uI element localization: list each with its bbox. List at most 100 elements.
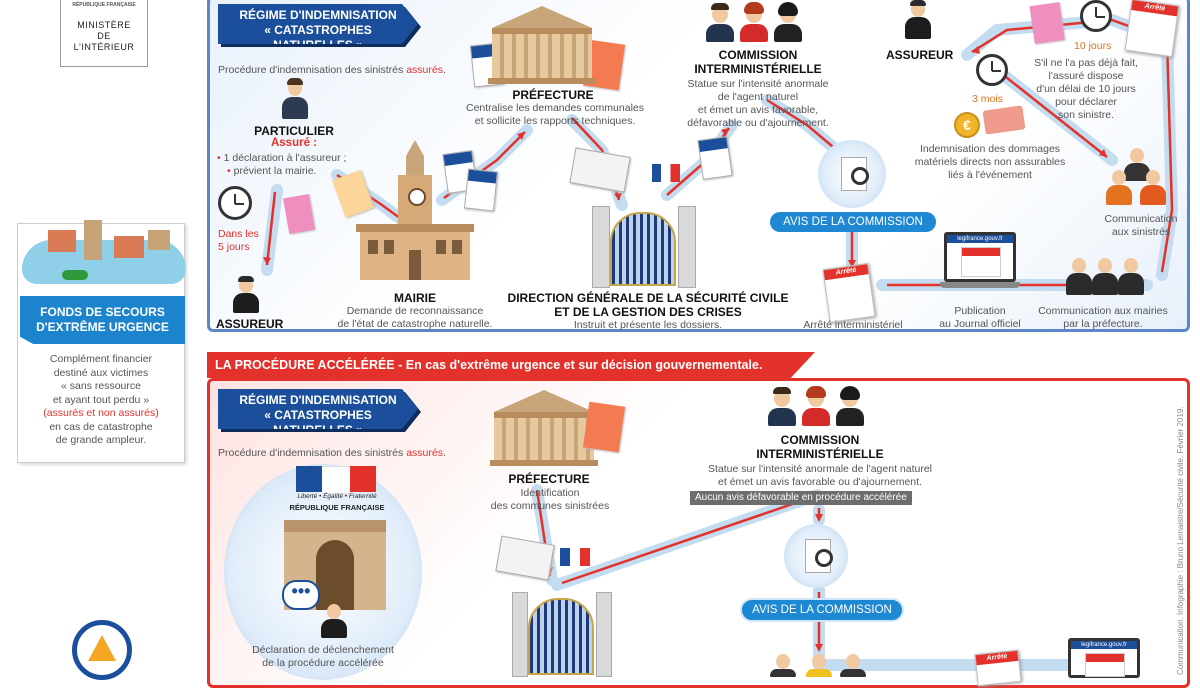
fonds-desc-6: en cas de catastrophe [49, 420, 153, 433]
lead-suffix: . [442, 447, 446, 459]
declaration-line-2: de la procédure accélérée [262, 657, 384, 669]
ribbon-line-2: « CATASTROPHES NATURELLES » [264, 23, 372, 44]
logo-line-1: MINISTÈRE [77, 20, 131, 30]
fonds-desc-7: de grande ampleur. [55, 434, 147, 446]
assureur-left-title: ASSUREUR [216, 317, 284, 331]
lead-prefix: Procédure d'indemnisation des sinistrés [218, 447, 407, 459]
assureur-right-person-icon [904, 0, 932, 40]
commission-title-2: INTERMINISTÉRIELLE [694, 62, 822, 76]
dgscgc-description: Instruit et présente les dossiers. [573, 319, 723, 331]
top-lead-text: Procédure d'indemnisation des sinistrés … [218, 64, 446, 76]
legifrance-laptop-icon: legifrance.gouv.fr [1068, 638, 1140, 678]
bottom-prefecture-description: Identification des communes sinistrées [470, 487, 630, 513]
mairie-desc-2: de l'état de catastrophe naturelle. [337, 318, 493, 330]
prefecture-desc-2: et sollicite les rapports techniques. [474, 115, 636, 127]
avis-review-icon [784, 524, 848, 588]
ribbon-line-1: RÉGIME D'INDEMNISATION [239, 8, 397, 22]
prefecture-description: Centralise les demandes communales et so… [455, 102, 655, 128]
declaration-label: Déclaration de déclenchement de la procé… [240, 644, 406, 670]
credit-text: Communication. Infographie : Bruno Lemai… [1174, 392, 1188, 675]
commission-people-icon [706, 2, 806, 42]
particulier-person-icon [280, 78, 310, 120]
bottom-regime-ribbon: RÉGIME D'INDEMNISATION « CATASTROPHES NA… [218, 389, 418, 429]
bottom-commission-desc-2: et émet un avis favorable ou d'ajourneme… [718, 476, 922, 488]
assureur-left-person-icon [232, 276, 260, 314]
clock-3-months-icon [976, 54, 1008, 86]
bullet-2: • prévient la mairie. [227, 165, 317, 177]
request-doc-icon [463, 168, 499, 212]
no-unfavorable-chip: Aucun avis défavorable en procédure accé… [690, 491, 912, 505]
credit-prefix: Communication. Infographie : [1176, 570, 1185, 676]
indemnisation-line-1: Indemnisation des dommages [919, 143, 1061, 155]
fonds-desc-5: (assurés et non assurés) [43, 407, 159, 419]
declaration-line-1: Déclaration de déclenchement [252, 644, 394, 656]
fonds-description: Complément financier destiné aux victime… [22, 353, 180, 448]
assureur-right-title: ASSUREUR [886, 48, 954, 62]
commission-people-icon [768, 386, 868, 426]
bottom-commission-desc-1: Statue sur l'intensité anormale de l'age… [707, 463, 933, 475]
bullet-1: • 1 déclaration à l'assureur ; [217, 152, 347, 164]
delay-line-1: Dans les [218, 228, 259, 240]
mairie-description: Demande de reconnaissance de l'état de c… [320, 305, 510, 331]
lead-prefix: Procédure d'indemnisation des sinistrés [218, 64, 407, 76]
commission-desc-4: défavorable ou d'ajournement. [687, 117, 829, 129]
bullet-2-text: prévient la mairie. [233, 165, 317, 177]
government-building-icon [284, 520, 386, 610]
arrete-doc-icon: Arrêté [1124, 0, 1180, 58]
logo-line-3: L'INTÉRIEUR [73, 42, 135, 52]
logo-ministry-name: MINISTÈRE DE L'INTÉRIEUR [61, 20, 147, 53]
lead-highlight: assurés [406, 64, 443, 76]
securite-civile-logo [72, 620, 132, 680]
french-flag-icon [560, 548, 590, 566]
lead-highlight: assurés [406, 447, 443, 459]
dgscgc-gate-icon [592, 196, 696, 288]
ministry-logo: RÉPUBLIQUE FRANÇAISE MINISTÈRE DE L'INTÉ… [60, 0, 148, 67]
communication-mairies-label: Communication aux mairies par la préfect… [1028, 305, 1178, 331]
communication-mairies-2: par la préfecture. [1063, 318, 1143, 330]
bottom-commission-title-1: COMMISSION [780, 433, 860, 447]
top-avis-label: AVIS DE LA COMMISSION [770, 212, 936, 232]
marianne-logo [296, 466, 376, 494]
arrete-doc-icon: Arrêté [822, 263, 876, 323]
bullet-1-text: 1 déclaration à l'assureur ; [223, 152, 347, 164]
lead-suffix: . [442, 64, 446, 76]
commission-desc-2: de l'agent naturel [717, 91, 799, 103]
particulier-subtitle: Assuré : [270, 137, 318, 149]
dgscgc-title-2: ET DE LA GESTION DES CRISES [554, 305, 742, 319]
indemnisation-label: Indemnisation des dommages matériels dir… [900, 143, 1080, 182]
bottom-prefecture-desc-1: Identification [520, 487, 580, 499]
legifrance-url: legifrance.gouv.fr [947, 235, 1013, 243]
ten-days-description: S'il ne l'a pas déjà fait, l'assuré disp… [1026, 57, 1146, 122]
mairie-building-icon [356, 140, 474, 290]
commission-title: COMMISSION INTERMINISTÉRIELLE [668, 48, 848, 76]
dgscgc-title-1: DIRECTION GÉNÉRALE DE LA SÉCURITÉ CIVILE [507, 291, 789, 305]
fonds-desc-4: et ayant tout perdu » [52, 393, 150, 406]
ribbon-line-2: « CATASTROPHES NATURELLES » [264, 408, 372, 429]
declaration-form-icon [1029, 2, 1065, 44]
ten-days-desc-2: l'assuré dispose [1048, 70, 1124, 82]
indemnisation-line-3: liés à l'événement [948, 169, 1032, 181]
sinistres-group-icon [1104, 148, 1174, 208]
publication-line-2: au Journal officiel [939, 318, 1021, 330]
french-flag-icon [652, 164, 680, 182]
three-months-label: 3 mois [972, 93, 1003, 105]
credit-strip: Communication. Infographie : Bruno Lemai… [1172, 392, 1188, 675]
ten-days-desc-1: S'il ne l'a pas déjà fait, [1034, 57, 1138, 69]
delay-line-2: 5 jours [218, 241, 250, 253]
communication-sinistres-2: aux sinistrés [1111, 226, 1171, 238]
legifrance-laptop-icon: legifrance.gouv.fr [940, 232, 1020, 296]
communication-sinistres-1: Communication [1104, 213, 1178, 225]
publication-line-1: Publication [954, 305, 1006, 317]
fonds-title-1: FONDS DE SECOURS [40, 305, 165, 319]
mayors-group-icon [1066, 256, 1146, 296]
technical-report-icon [582, 401, 626, 453]
speech-bubble-icon: ••• [282, 580, 320, 610]
republic-name: RÉPUBLIQUE FRANÇAISE [289, 503, 385, 512]
indemnisation-line-2: matériels directs non assurables [914, 156, 1066, 168]
prefecture-desc-1: Centralise les demandes communales [465, 102, 644, 114]
publication-label: Publication au Journal officiel [918, 305, 1042, 331]
bottom-commission-title: COMMISSION INTERMINISTÉRIELLE [730, 433, 910, 461]
bottom-commission-title-2: INTERMINISTÉRIELLE [756, 447, 884, 461]
avis-review-icon [818, 140, 886, 208]
accelerated-flow-path [531, 484, 1093, 671]
